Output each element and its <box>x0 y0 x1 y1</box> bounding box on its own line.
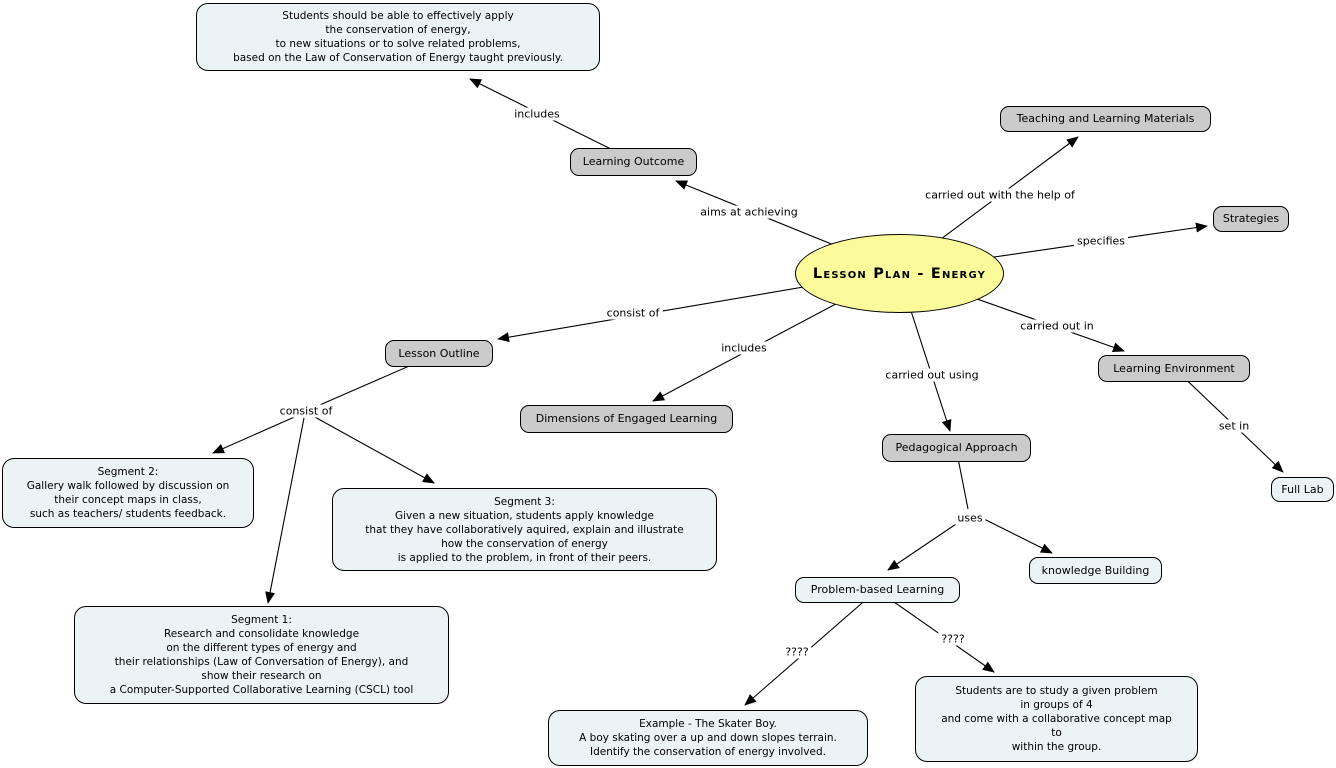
link-label-question-right[interactable]: ???? <box>938 632 968 646</box>
concept-learning-outcome-description[interactable]: Students should be able to effectively a… <box>196 3 600 71</box>
link-label-question-left[interactable]: ???? <box>782 645 812 659</box>
concept-learning-outcome[interactable]: Learning Outcome <box>570 148 697 176</box>
link-label-set-in[interactable]: set in <box>1215 419 1253 433</box>
link-label-carried-out-in[interactable]: carried out in <box>1017 319 1097 333</box>
concept-strategies[interactable]: Strategies <box>1213 206 1289 232</box>
concept-example-skater-boy[interactable]: Example - The Skater Boy. A boy skating … <box>548 710 868 766</box>
link-label-includes-outcome[interactable]: includes <box>511 107 563 121</box>
concept-teaching-and-learning-materials[interactable]: Teaching and Learning Materials <box>1000 106 1211 132</box>
concept-full-lab[interactable]: Full Lab <box>1271 477 1334 502</box>
link-label-carried-out-using[interactable]: carried out using <box>882 368 982 382</box>
concept-learning-environment[interactable]: Learning Environment <box>1098 355 1250 382</box>
link-label-carried-out-with-help[interactable]: carried out with the help of <box>922 188 1078 202</box>
link-label-includes-dimensions[interactable]: includes <box>718 341 770 355</box>
concept-dimensions-of-engaged-learning[interactable]: Dimensions of Engaged Learning <box>520 405 733 433</box>
concept-knowledge-building[interactable]: knowledge Building <box>1029 557 1162 584</box>
concept-lesson-plan-energy[interactable]: Lesson Plan - Energy <box>795 234 1004 313</box>
concept-segment-3[interactable]: Segment 3: Given a new situation, studen… <box>332 488 717 571</box>
concept-pedagogical-approach[interactable]: Pedagogical Approach <box>882 434 1031 462</box>
link-label-aims-at-achieving[interactable]: aims at achieving <box>697 205 801 219</box>
concept-problem-based-learning[interactable]: Problem-based Learning <box>795 577 960 603</box>
link-label-specifies[interactable]: specifies <box>1073 234 1129 248</box>
concept-lesson-outline[interactable]: Lesson Outline <box>385 340 493 367</box>
link-label-consist-of-outline[interactable]: consist of <box>603 306 663 320</box>
link-label-consist-of-segments[interactable]: consist of <box>276 404 336 418</box>
concept-segment-2[interactable]: Segment 2: Gallery walk followed by disc… <box>2 458 254 528</box>
concept-students-study-problem[interactable]: Students are to study a given problem in… <box>915 676 1198 762</box>
link-label-uses[interactable]: uses <box>954 511 986 525</box>
concept-segment-1[interactable]: Segment 1: Research and consolidate know… <box>74 606 449 704</box>
